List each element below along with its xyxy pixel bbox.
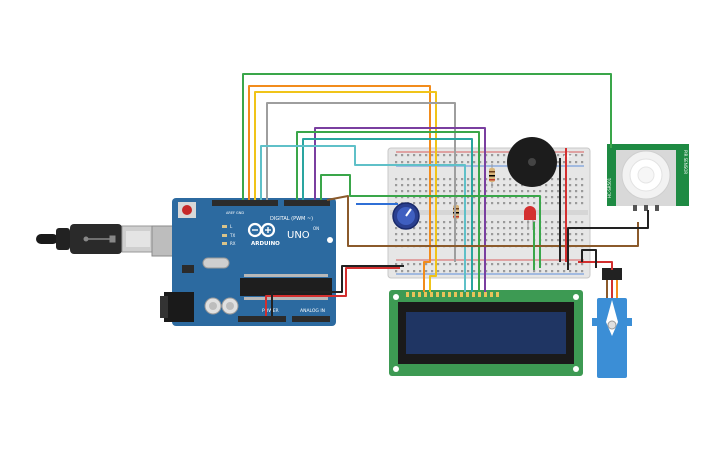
breadboard-bottom-rails xyxy=(396,259,584,275)
rx-led xyxy=(222,242,227,245)
arduino-logo-icon xyxy=(247,222,276,238)
analog-header[interactable] xyxy=(292,316,330,322)
wire-brown[interactable] xyxy=(326,195,639,247)
lcd-screen xyxy=(406,312,566,354)
aref-label: AREF xyxy=(226,211,235,215)
wire-red-1[interactable] xyxy=(265,267,400,316)
capacitor-1 xyxy=(204,297,222,315)
wire-green-3[interactable] xyxy=(320,174,541,268)
servo-connector xyxy=(602,268,622,280)
digital-header-high[interactable] xyxy=(284,200,330,206)
potentiometer[interactable] xyxy=(392,202,420,230)
rx-label: RX xyxy=(230,241,236,246)
l-led-label: L xyxy=(230,224,233,229)
gnd-top-label: GND xyxy=(236,211,244,215)
pir-motion-sensor[interactable]: PIR SENSOR HC-SR501 xyxy=(607,144,689,211)
wire-green-long[interactable] xyxy=(242,73,612,200)
capacitor-2 xyxy=(221,297,239,315)
pin13-hole xyxy=(327,237,333,243)
reset-button[interactable] xyxy=(178,202,196,218)
atmega-chip xyxy=(240,278,332,296)
piezo-buzzer[interactable] xyxy=(507,137,572,187)
usb-icon xyxy=(83,235,116,243)
wire-black-4[interactable] xyxy=(581,249,597,268)
l-led xyxy=(222,225,227,228)
resistor-1[interactable] xyxy=(489,164,495,188)
wire-black-3[interactable] xyxy=(567,210,649,270)
crystal xyxy=(202,257,230,269)
arduino-logo-text: ARDUINO xyxy=(251,241,280,247)
servo-motor[interactable] xyxy=(592,268,632,378)
wire-green-2[interactable] xyxy=(296,131,480,292)
pir-pin-out[interactable] xyxy=(644,205,648,211)
digital-header-low[interactable] xyxy=(212,200,278,206)
pir-pin-vcc[interactable] xyxy=(633,205,637,211)
chip-pins xyxy=(244,274,328,300)
analog-label: ANALOG IN xyxy=(300,308,325,314)
wire-gray[interactable] xyxy=(266,102,456,262)
wire-teal-2[interactable] xyxy=(260,145,466,292)
pir-label-side: HC-SR501 xyxy=(607,177,612,198)
usb-cable[interactable] xyxy=(36,224,155,254)
wires xyxy=(242,73,649,316)
wire-yellow[interactable] xyxy=(254,91,437,292)
tx-led xyxy=(222,234,227,237)
tx-label: TX xyxy=(229,233,235,238)
servo-horn[interactable] xyxy=(606,300,618,336)
wire-black-1[interactable] xyxy=(271,265,404,316)
breadboard-center-channel xyxy=(390,210,588,215)
icsp-header xyxy=(182,265,194,273)
wire-red-3[interactable] xyxy=(578,261,613,270)
wire-orange[interactable] xyxy=(248,85,431,292)
lcd-display-16x2[interactable] xyxy=(389,290,583,376)
arduino-uno-board[interactable]: AREF GND DIGITAL (PWM ~) L TX RX ARDUINO… xyxy=(151,198,336,326)
on-label: ON xyxy=(313,226,319,231)
power-label: POWER xyxy=(262,308,279,314)
board-model: UNO xyxy=(287,230,310,241)
digital-label: DIGITAL (PWM ~) xyxy=(270,216,313,222)
pir-pin-gnd[interactable] xyxy=(655,205,659,211)
power-jack[interactable] xyxy=(160,292,194,322)
power-header[interactable] xyxy=(238,316,286,322)
wire-teal-1[interactable] xyxy=(302,138,473,292)
pir-label-top: PIR SENSOR xyxy=(683,150,688,174)
wire-purple[interactable] xyxy=(314,127,486,292)
breadboard-holes xyxy=(395,154,584,273)
lcd-header-pins xyxy=(406,292,499,297)
